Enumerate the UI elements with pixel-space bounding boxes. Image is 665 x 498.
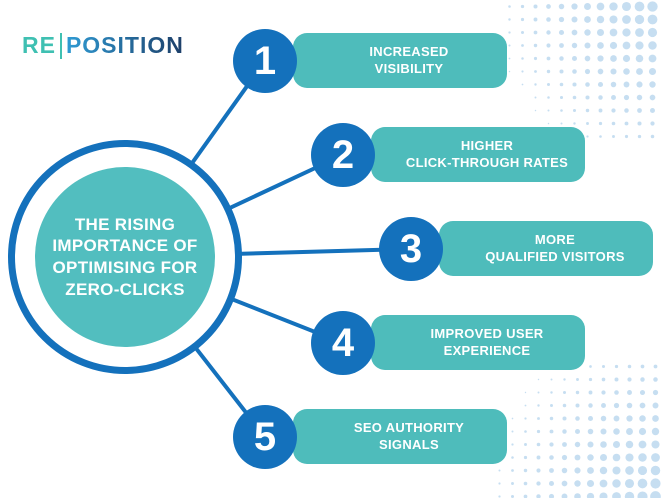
- central-title-line-3: OPTIMISING FOR: [52, 258, 198, 277]
- item-4-label-pill: IMPROVED USER EXPERIENCE: [371, 315, 585, 370]
- logo-re-text: RE: [22, 32, 56, 58]
- central-title-line-4: ZERO-CLICKS: [65, 279, 185, 299]
- item-5-label-pill: SEO AUTHORITY SIGNALS: [293, 409, 507, 464]
- item-5-number: 5: [253, 414, 277, 459]
- item-5-label-line-2: SIGNALS: [379, 436, 439, 452]
- item-2-label-pill: HIGHER CLICK-THROUGH RATES: [371, 127, 585, 182]
- item-4-label-line-2: EXPERIENCE: [443, 342, 531, 358]
- item-3-label-line-2: QUALIFIED VISITORS: [485, 248, 625, 264]
- logo: RE POSITION: [22, 32, 184, 59]
- logo-divider-bar: [59, 32, 62, 59]
- item-2-number: 2: [331, 132, 355, 177]
- item-3-label-line-1: MORE: [534, 231, 576, 247]
- item-1-label-line-1: INCREASED: [369, 43, 449, 59]
- logo-position-text: POSITION: [65, 32, 184, 58]
- item-3-number: 3: [399, 226, 423, 271]
- item-5-label-line-1: SEO AUTHORITY: [353, 419, 465, 435]
- item-2-label-line-1: HIGHER: [460, 137, 514, 153]
- halftone-pattern-bottom-right: [493, 360, 665, 498]
- item-1-label-pill: INCREASED VISIBILITY: [293, 33, 507, 88]
- item-4-number-badge: 4: [311, 311, 375, 375]
- item-3-number-badge: 3: [379, 217, 443, 281]
- item-1-number-badge: 1: [233, 29, 297, 93]
- item-2-label-line-2: CLICK-THROUGH RATES: [405, 154, 569, 170]
- central-title-line-1: THE RISING: [74, 214, 176, 234]
- item-5-number-badge: 5: [233, 405, 297, 469]
- central-topic-title: THE RISING IMPORTANCE OF OPTIMISING FOR …: [52, 214, 197, 301]
- central-topic-circle: THE RISING IMPORTANCE OF OPTIMISING FOR …: [8, 140, 242, 374]
- item-1-label-line-2: VISIBILITY: [374, 60, 444, 76]
- item-4-number: 4: [331, 320, 355, 365]
- central-topic-inner-circle: THE RISING IMPORTANCE OF OPTIMISING FOR …: [35, 167, 215, 347]
- central-title-line-2: IMPORTANCE OF: [52, 236, 198, 256]
- item-3-label-pill: MORE QUALIFIED VISITORS: [439, 221, 653, 276]
- halftone-pattern-top-right: [503, 0, 665, 142]
- item-4-label-line-1: IMPROVED USER: [430, 325, 544, 341]
- item-1-number: 1: [253, 38, 277, 83]
- item-2-number-badge: 2: [311, 123, 375, 187]
